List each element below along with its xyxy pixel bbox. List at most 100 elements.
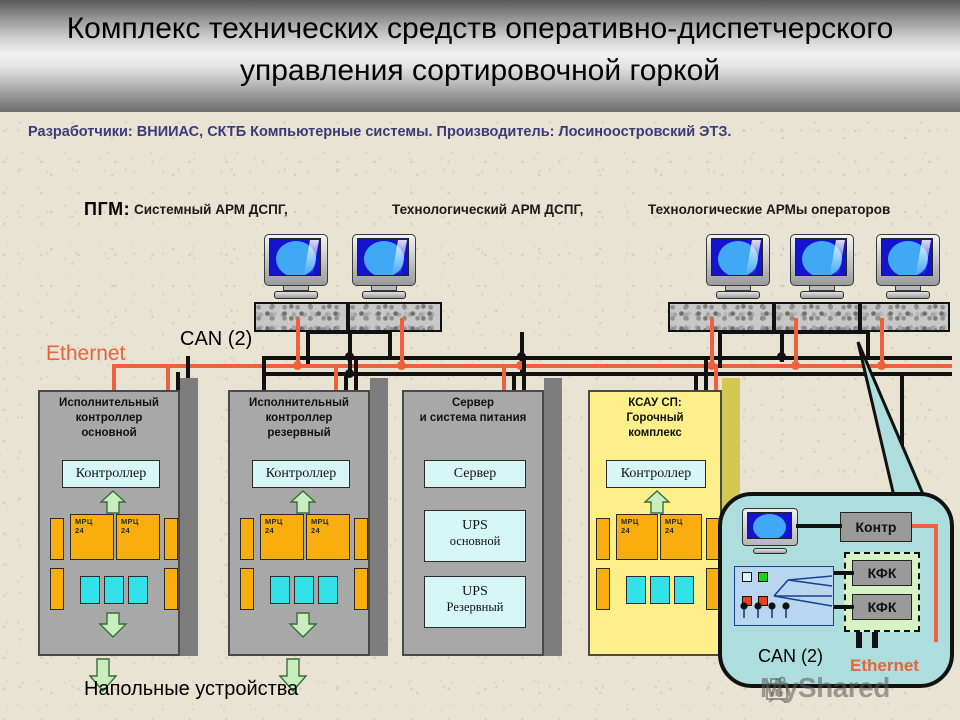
workstation-desk [254,302,348,332]
workstation-label-system: Системный АРМ ДСПГ, [134,202,288,217]
cabinet-exec-backup[interactable]: Исполнительный контроллер резервный Конт… [228,378,388,656]
module-cyan [626,576,646,604]
can-desk-bridge [718,330,868,334]
monitor-neck [725,285,751,291]
monitor-screen [795,238,847,276]
server-box[interactable]: Сервер [424,460,526,488]
caption-line: контроллер [75,412,143,424]
inset-wire [796,524,842,528]
can-drop [306,332,310,364]
controller-box[interactable]: Контроллер [606,460,706,488]
can-bus-label: CAN (2) [180,328,253,350]
ups-backup-box[interactable]: UPS Резервный [424,576,526,628]
cabinet-ksau-sp[interactable]: КСАУ СП: Горочный комплекс Контроллер МР… [588,378,740,656]
can-drop [780,332,784,362]
monitor-neck [809,285,835,291]
cabinet-exec-main[interactable]: Исполнительный контроллер основной Контр… [38,378,198,656]
cabinet-caption: Исполнительный контроллер основной [38,396,180,441]
myshared-logo-icon [766,676,788,703]
page-title: Комплекс технических средств оперативно-… [66,12,894,87]
module-cyan [294,576,314,604]
monitor-base [274,291,318,299]
inset-kfk-box[interactable]: КФК [852,594,912,620]
monitor-base [362,291,406,299]
monitor-base [716,291,760,299]
workstation-monitor[interactable] [352,234,416,302]
workstation-desk [774,302,860,332]
inset-kfk-box[interactable]: КФК [852,560,912,586]
workstation-label-tech: Технологический АРМ ДСПГ, [392,202,584,217]
indicator-lamp [742,572,752,582]
monitor-neck [371,285,397,291]
can-junction-dot [345,369,354,378]
module-slot [50,568,64,610]
ethernet-junction-dot [397,361,406,370]
can-bus-trunk-2 [262,372,952,376]
can-desk-bridge [306,330,392,334]
caption-line: Сервер [451,397,495,409]
ethernet-junction-dot [707,361,716,370]
cabinet-side-panel [544,378,562,656]
down-arrow-icon [288,612,318,638]
module-slot [50,518,64,560]
workstation-monitor[interactable] [706,234,770,302]
cabinet-side-panel [370,378,388,656]
title-banner [0,0,960,112]
inset-bus-stub [856,632,862,648]
inset-feed-wire [900,372,904,482]
inset-can-label: CAN (2) [758,646,824,666]
ethernet-bus-trunk [112,364,952,368]
ethernet-bus-label: Ethernet [46,342,126,365]
ethernet-junction-dot [791,361,800,370]
inset-ethernet-wire [912,524,938,528]
caption-line: Исполнительный [249,397,349,409]
ethernet-junction-dot [516,361,525,370]
module-slot [164,518,178,560]
indicator-lamp [758,596,768,606]
inset-monitor-icon [742,508,798,556]
controller-box[interactable]: Контроллер [252,460,350,488]
floor-arrow-icon [88,658,118,693]
inset-ethernet-wire [934,524,938,642]
cabinet-server[interactable]: Сервер и система питания Сервер UPS осно… [402,378,562,656]
inset-track-lines [740,575,833,618]
inset-ethernet-label: Ethernet [850,656,919,675]
module-slot [240,568,254,610]
floor-devices-label: Напольные устройства [84,678,299,700]
workstation-monitor[interactable] [264,234,328,302]
ethernet-junction-dot [293,361,302,370]
monitor-screen [881,238,933,276]
caption-line: и система питания [419,412,527,424]
inset-wire [834,605,854,609]
workstation-label-operators: Технологические АРМы операторов [648,202,891,217]
module-cyan [128,576,148,604]
workstation-monitor[interactable] [790,234,854,302]
inset-controller-box[interactable]: Контр [840,512,912,542]
caption-line: Горочный [626,412,684,424]
ups-main-box[interactable]: UPS основной [424,510,526,562]
pgm-label: ПГМ: [84,199,131,219]
detail-inset-panel[interactable]: Контр КФК КФК CAN (2) Ethernet [718,492,954,688]
workstation-monitor[interactable] [876,234,940,302]
monitor-neck [895,285,921,291]
module-slot [164,568,178,610]
caption-line: Исполнительный [59,397,159,409]
caption-line: основной [81,427,137,439]
monitor-base [886,291,930,299]
can-drop [388,332,392,358]
cabinet-side-panel [180,378,198,656]
controller-box[interactable]: Контроллер [62,460,160,488]
module-cyan [80,576,100,604]
monitor-screen [711,238,763,276]
floor-arrow-icon [278,658,308,693]
